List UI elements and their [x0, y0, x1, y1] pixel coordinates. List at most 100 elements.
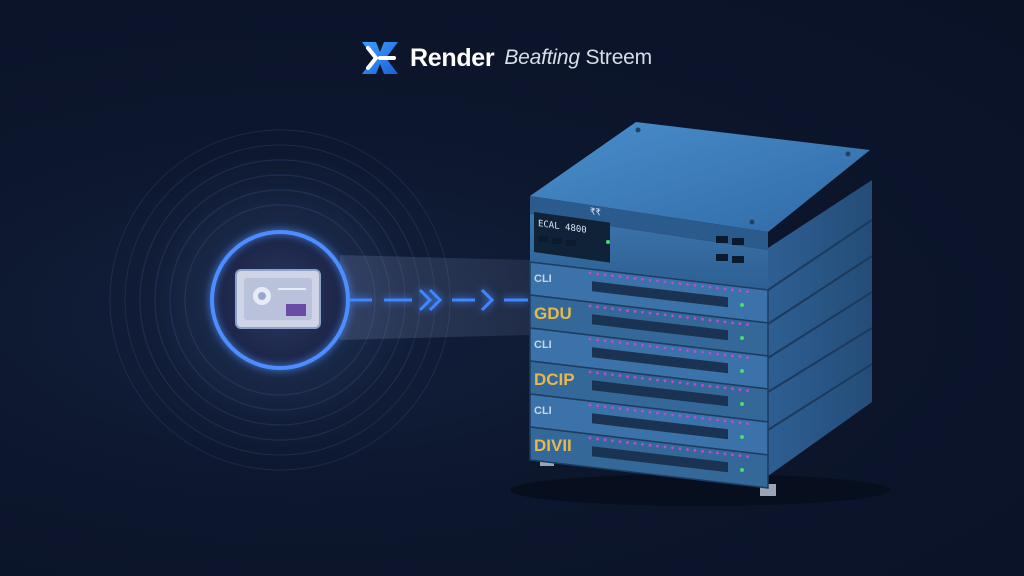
double-chevron-arrow-icon [418, 288, 443, 312]
media-card-icon [235, 269, 321, 329]
status-led [740, 434, 744, 439]
activity-led [603, 306, 607, 310]
activity-led [618, 341, 622, 344]
activity-led [656, 345, 659, 349]
activity-led [626, 441, 629, 444]
activity-led [671, 380, 674, 384]
status-led [740, 368, 744, 373]
activity-led [626, 375, 629, 378]
activity-led [708, 384, 712, 388]
activity-led [731, 354, 734, 358]
activity-led [588, 304, 592, 308]
activity-led [648, 443, 652, 447]
activity-led [731, 420, 734, 424]
activity-led [738, 388, 742, 392]
activity-led [626, 408, 629, 411]
brand-header: Render Beafting Streem [356, 34, 652, 82]
activity-led [686, 316, 689, 319]
activity-led [738, 289, 742, 293]
activity-led [678, 315, 682, 319]
activity-led [596, 371, 599, 375]
activity-led [633, 375, 637, 379]
activity-led [641, 343, 644, 347]
activity-led [716, 319, 719, 323]
activity-led [656, 411, 659, 415]
activity-led [641, 409, 644, 413]
status-led [740, 467, 744, 472]
activity-led [596, 338, 599, 342]
vent-grille [592, 446, 728, 473]
activity-led [716, 385, 719, 389]
vent-grille [592, 380, 728, 407]
activity-led [648, 410, 652, 414]
activity-led [663, 346, 667, 350]
activity-led [618, 407, 622, 410]
activity-led [633, 276, 637, 280]
activity-led [746, 356, 749, 359]
activity-led [678, 414, 682, 418]
activity-led [596, 305, 599, 309]
activity-led [663, 280, 667, 284]
activity-led [731, 288, 734, 292]
status-led [606, 240, 610, 244]
activity-led [671, 347, 674, 351]
activity-led [588, 403, 592, 407]
activity-led [648, 278, 652, 282]
server-side-panel [768, 180, 872, 476]
activity-led [731, 387, 734, 391]
activity-led [671, 314, 674, 318]
activity-led [693, 284, 697, 287]
activity-led [723, 353, 727, 357]
activity-led [708, 351, 712, 355]
activity-led [738, 421, 742, 425]
activity-led [723, 320, 727, 324]
activity-led [746, 323, 749, 326]
vent-grille [592, 347, 728, 374]
activity-led [626, 342, 629, 345]
server-unit-label: CLI [534, 273, 552, 285]
server-units: CLI GDU CLI DCIP CLI DIVII [529, 261, 769, 489]
server-unit-label: CLI [534, 339, 552, 351]
activity-led [641, 442, 644, 446]
activity-led [686, 349, 689, 352]
server-unit-label: GDU [534, 304, 572, 323]
vent-grille [592, 413, 728, 440]
activity-led [746, 455, 749, 458]
activity-led [626, 309, 629, 312]
activity-led [596, 272, 599, 276]
activity-led [611, 274, 614, 278]
activity-led [678, 447, 682, 451]
server-display-chip: ₹₹ [590, 207, 601, 219]
server-display [534, 211, 610, 263]
server-unit-label: CLI [534, 405, 552, 417]
server-unit-label: DCIP [534, 370, 575, 389]
stream-beam [340, 255, 530, 340]
activity-led [671, 281, 674, 285]
activity-led [656, 279, 659, 283]
server-top-panel [530, 122, 870, 232]
activity-led [708, 417, 712, 421]
server-ports [538, 236, 744, 263]
side-seams [767, 219, 873, 431]
activity-led [708, 318, 712, 322]
activity-led [603, 372, 607, 376]
activity-led [596, 437, 599, 441]
activity-led [723, 287, 727, 291]
server-unit: DIVII [529, 426, 769, 489]
activity-led [588, 271, 592, 275]
activity-led [618, 440, 622, 443]
activity-led [708, 285, 712, 289]
activity-led [678, 381, 682, 385]
activity-led [738, 322, 742, 326]
activity-led [686, 283, 689, 286]
activity-led [663, 445, 667, 449]
activity-led [686, 448, 689, 451]
activity-led [603, 438, 607, 442]
activity-led [686, 415, 689, 418]
activity-led [603, 405, 607, 409]
activity-led [716, 418, 719, 422]
activity-led [633, 441, 637, 445]
activity-led [588, 436, 592, 440]
